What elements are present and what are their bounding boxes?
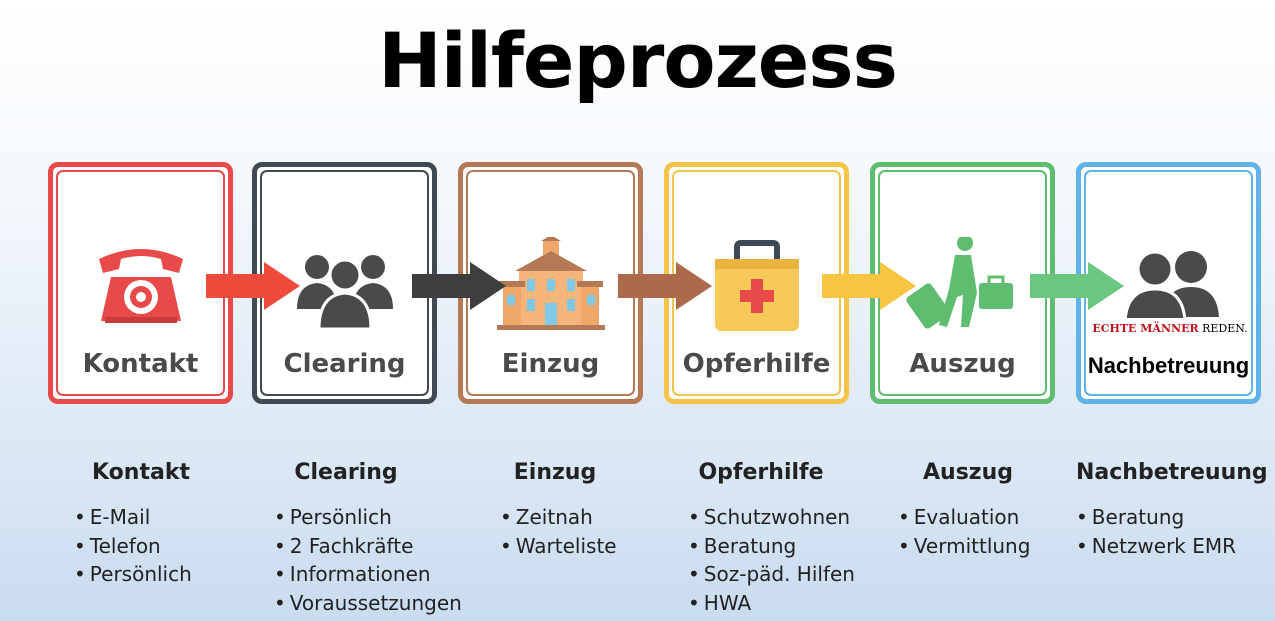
detail-item: Warteliste — [500, 532, 617, 561]
detail-item: Persönlich — [274, 503, 462, 532]
detail-item: Zeitnah — [500, 503, 617, 532]
two-people-icon — [1081, 237, 1256, 337]
detail-item: 2 Fachkräfte — [274, 532, 462, 561]
step-card-opferhilfe: Opferhilfe — [664, 162, 849, 404]
detail-column-kontakt: Kontakt E-Mail Telefon Persönlich — [74, 460, 208, 589]
detail-item: E-Mail — [74, 503, 208, 532]
detail-heading: Opferhilfe — [698, 460, 824, 485]
arrow-right-icon — [618, 262, 712, 310]
detail-item: Beratung — [688, 532, 855, 561]
detail-item: Schutzwohnen — [688, 503, 855, 532]
detail-item: Beratung — [1076, 503, 1262, 532]
step-label: Auszug — [909, 349, 1016, 379]
step-label: Clearing — [283, 349, 406, 379]
detail-heading: Auszug — [923, 460, 1013, 485]
detail-column-clearing: Clearing Persönlich 2 Fachkräfte Informa… — [274, 460, 462, 617]
detail-column-einzug: Einzug Zeitnah Warteliste — [500, 460, 617, 560]
detail-column-nachbetreuung: Nachbetreuung Beratung Netzwerk EMR — [1076, 460, 1268, 561]
detail-item: Soz-päd. Hilfen — [688, 560, 855, 589]
step-label: Opferhilfe — [682, 349, 831, 379]
first-aid-kit-icon — [669, 237, 844, 337]
step-label: Kontakt — [82, 349, 199, 379]
arrow-right-icon — [1030, 262, 1124, 310]
step-label: Einzug — [501, 349, 600, 379]
group-icon — [257, 237, 432, 337]
logo-banner: ECHTE MÄNNER REDEN. — [1090, 318, 1250, 339]
detail-item: Informationen — [274, 560, 462, 589]
arrow-right-icon — [822, 262, 916, 310]
detail-item: Voraussetzungen — [274, 589, 462, 618]
detail-item: Persönlich — [74, 560, 208, 589]
traveler-with-luggage-icon — [875, 235, 1050, 337]
arrow-right-icon — [412, 262, 506, 310]
detail-column-opferhilfe: Opferhilfe Schutzwohnen Beratung Soz-päd… — [688, 460, 855, 617]
detail-item: HWA — [688, 589, 855, 618]
step-card-nachbetreuung: Nachbetreuung — [1076, 162, 1261, 404]
building-icon — [463, 235, 638, 337]
detail-heading: Einzug — [513, 460, 597, 485]
detail-item: Telefon — [74, 532, 208, 561]
step-label: Nachbetreuung — [1087, 353, 1250, 378]
detail-heading: Clearing — [294, 460, 398, 485]
step-card-kontakt: Kontakt — [48, 162, 233, 404]
page-title: Hilfeprozess — [378, 16, 898, 105]
detail-item: Vermittlung — [898, 532, 1038, 561]
detail-item: Netzwerk EMR — [1076, 532, 1262, 561]
detail-item: Evaluation — [898, 503, 1038, 532]
telephone-icon — [53, 237, 228, 337]
detail-column-auszug: Auszug Evaluation Vermittlung — [898, 460, 1038, 560]
detail-heading: Kontakt — [92, 460, 190, 485]
detail-heading: Nachbetreuung — [1076, 460, 1268, 485]
arrow-right-icon — [206, 262, 300, 310]
